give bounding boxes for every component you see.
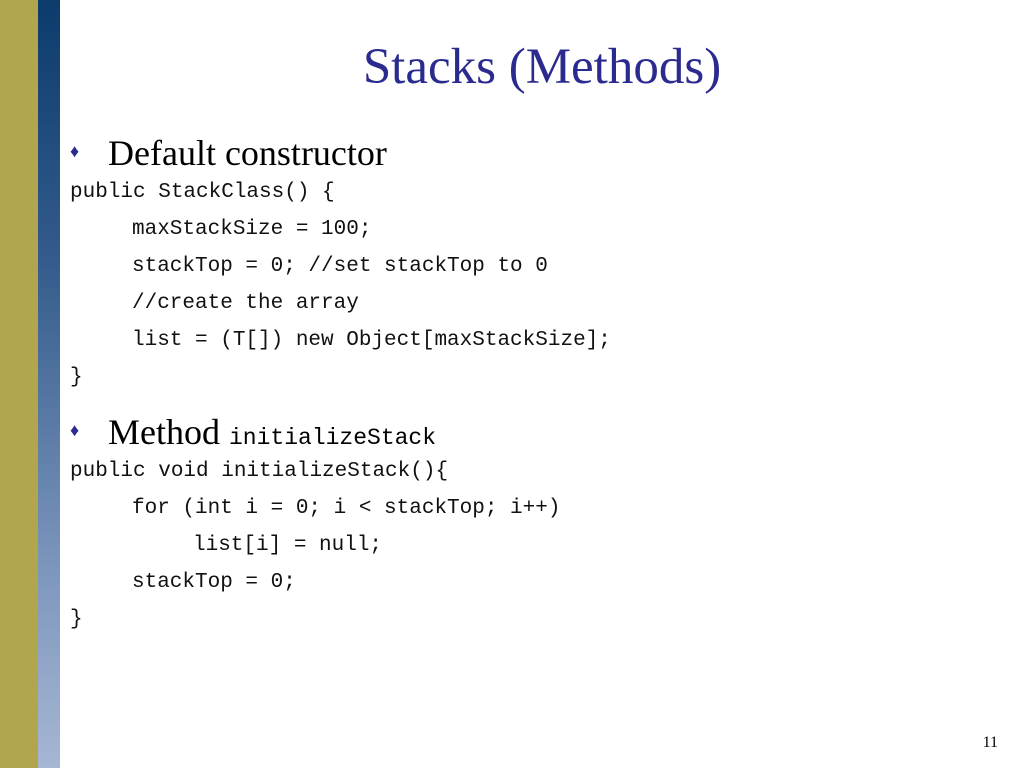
code-line: public void initializeStack(){ — [70, 460, 449, 483]
left-blue-gradient-bar — [38, 0, 60, 768]
left-olive-bar — [0, 0, 38, 768]
diamond-bullet-icon: ♦ — [70, 141, 80, 161]
code-line: } — [70, 608, 83, 631]
code-line: list[i] = null; — [193, 534, 383, 557]
bullet-text: Default constructor — [108, 133, 387, 173]
code-line: stackTop = 0; //set stackTop to 0 — [132, 255, 548, 278]
code-line: list = (T[]) new Object[maxStackSize]; — [132, 329, 611, 352]
code-line: for (int i = 0; i < stackTop; i++) — [132, 497, 561, 520]
slide-number: 11 — [982, 734, 998, 751]
diamond-bullet-icon: ♦ — [70, 420, 80, 440]
code-line: stackTop = 0; — [132, 571, 296, 594]
slide-title: Stacks (Methods) — [362, 39, 722, 95]
bullet-method-initializestack: ♦ Method initializeStack — [70, 410, 437, 452]
code-line: //create the array — [132, 292, 359, 315]
code-line: public StackClass() { — [70, 181, 335, 204]
bullet-text: Method — [108, 412, 220, 452]
bullet-default-constructor: ♦ Default constructor — [70, 131, 387, 173]
code-line: } — [70, 366, 83, 389]
bullet-code-term: initializeStack — [229, 425, 437, 451]
code-line: maxStackSize = 100; — [132, 218, 372, 241]
